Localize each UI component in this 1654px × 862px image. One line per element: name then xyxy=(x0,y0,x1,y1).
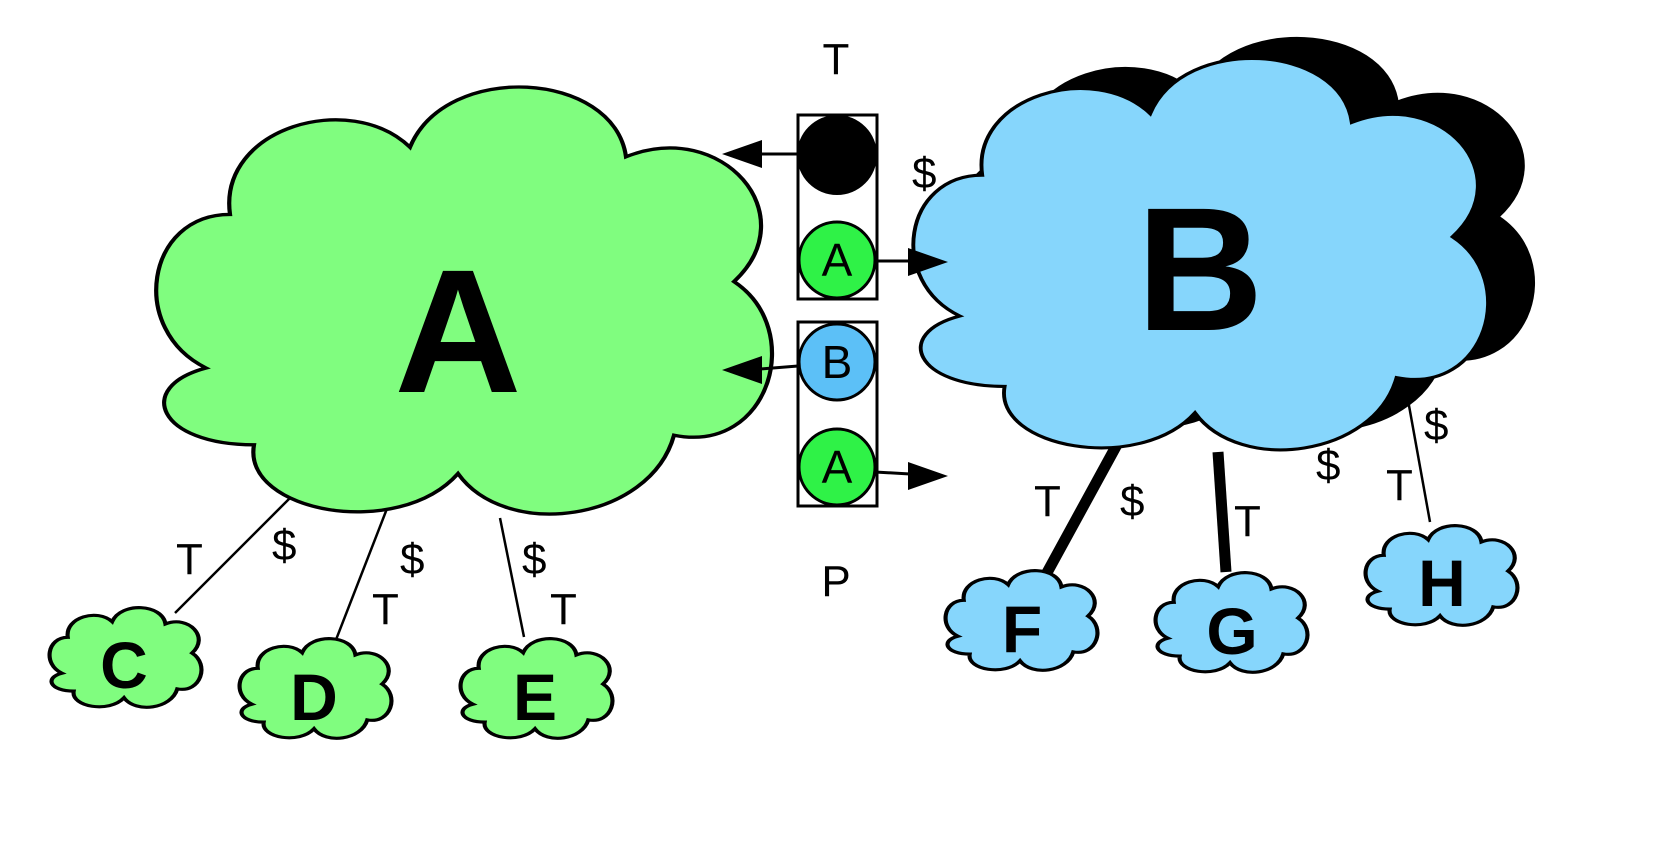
network-b-label: B xyxy=(1136,172,1263,368)
network-e-cloud: E xyxy=(461,639,613,739)
link-a-e-s-label: $ xyxy=(522,535,546,584)
network-a-cloud: A xyxy=(156,87,772,514)
network-h-label: H xyxy=(1418,546,1466,620)
link-b-g xyxy=(1212,451,1232,573)
link-a-c xyxy=(174,497,291,614)
link-b-h-s2-label: $ xyxy=(1424,401,1448,450)
link-b-f-s-label: $ xyxy=(1120,477,1144,526)
network-f-label: F xyxy=(1002,592,1042,666)
peering-bottom-label: P xyxy=(821,557,850,606)
network-f-cloud: F xyxy=(946,571,1098,671)
packet-b-dot xyxy=(797,322,877,402)
network-a-label: A xyxy=(394,234,521,430)
peering-upper-box: A xyxy=(796,113,879,301)
link-a-d-s-label: $ xyxy=(400,535,424,584)
link-b-h-s1-label: $ xyxy=(1316,441,1340,490)
packet-a-lower-label: A xyxy=(822,441,853,493)
link-b-f-t-label: T xyxy=(1034,477,1061,526)
peering-lower-box: B A xyxy=(796,320,879,508)
link-b-h xyxy=(1406,399,1432,523)
network-c-cloud: C xyxy=(50,608,202,708)
network-d-cloud: D xyxy=(240,639,392,739)
peering-side-label: $ xyxy=(912,149,936,198)
network-c-label: C xyxy=(100,628,148,702)
network-g-label: G xyxy=(1206,594,1257,668)
network-b-cloud: B xyxy=(913,38,1533,449)
packet-b-label: B xyxy=(822,336,853,388)
arrow-upper-right xyxy=(875,248,948,276)
network-g-cloud: G xyxy=(1156,573,1308,673)
arrow-lower-left xyxy=(722,356,799,384)
link-a-e-t-label: T xyxy=(550,585,577,634)
link-a-d-t-label: T xyxy=(372,585,399,634)
packet-a-dot-lower xyxy=(797,427,877,507)
link-b-g-t-label: T xyxy=(1234,497,1261,546)
peering-top-label: T xyxy=(823,35,850,84)
network-h-cloud: H xyxy=(1366,526,1518,626)
network-d-label: D xyxy=(290,660,338,734)
network-e-label: E xyxy=(513,660,557,734)
link-a-c-s-label: $ xyxy=(272,521,296,570)
black-packet-dot xyxy=(797,115,877,195)
arrow-upper-left xyxy=(722,140,798,168)
link-a-c-t-label: T xyxy=(176,535,203,584)
link-a-d xyxy=(330,487,397,651)
peering-link: T $ P A B A xyxy=(722,35,948,606)
link-b-h-t-label: T xyxy=(1386,461,1413,510)
packet-a-upper-label: A xyxy=(822,234,853,286)
link-a-e xyxy=(498,517,526,638)
link-b-f xyxy=(1038,427,1130,583)
arrow-lower-right xyxy=(874,462,948,490)
